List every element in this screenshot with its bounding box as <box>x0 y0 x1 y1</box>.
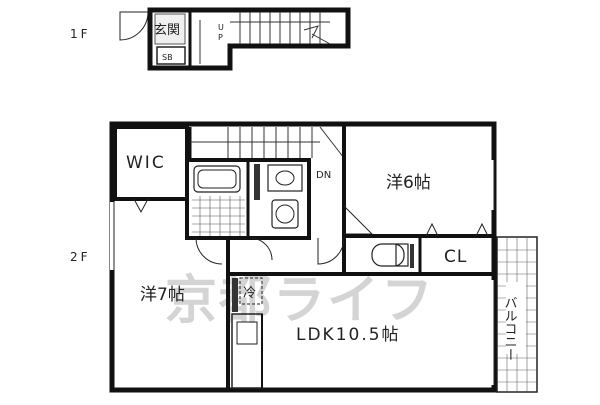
fridge-shelf <box>232 278 238 312</box>
toilet-tank <box>395 243 409 267</box>
closet-door-right <box>475 222 489 237</box>
kitchen-sink <box>236 321 258 345</box>
closet-door-left <box>425 222 439 237</box>
toilet <box>371 243 405 267</box>
stair-up-label-u: U <box>218 23 224 32</box>
watermark: 京都ライフ <box>165 271 435 331</box>
shoe-box-label: SB <box>162 53 173 62</box>
bathtub <box>193 165 241 193</box>
entrance-area <box>154 13 186 45</box>
wash-door <box>249 237 273 261</box>
washing-machine-drum <box>275 204 295 224</box>
ldk-label: LDK10.5帖 <box>296 325 401 345</box>
washbasin-bowl <box>275 170 295 186</box>
fridge-label: 冷 <box>243 286 256 301</box>
balcony-label: バルコニー <box>502 296 518 361</box>
first-floor-plan: 1F 玄関 SB U P <box>70 7 351 71</box>
stair-up-label-p: P <box>218 33 223 42</box>
balcony: バルコニー <box>496 236 538 393</box>
western6-label: 洋6帖 <box>386 173 431 193</box>
fridge-space <box>239 277 263 305</box>
bathtub-inner <box>197 169 237 189</box>
first-floor-walls <box>147 7 351 71</box>
wash-shelf <box>254 164 260 200</box>
ldk-door <box>317 237 345 265</box>
bath-floor-tiles <box>192 196 245 236</box>
floor-label-2f: 2F <box>70 250 91 264</box>
floor-label-1f: 1F <box>70 27 91 41</box>
toilet-shelf <box>410 244 414 268</box>
shoe-box <box>156 46 186 65</box>
closet-label: CL <box>444 247 467 267</box>
western7-label: 洋7帖 <box>140 285 185 305</box>
wic-door <box>133 198 149 214</box>
second-floor-outer-wall <box>109 121 497 393</box>
second-floor-plan: 2F バルコニー <box>70 121 538 393</box>
second-floor-stairs <box>188 126 345 159</box>
western6-door <box>343 205 374 235</box>
stair-down-label: DN <box>316 170 331 181</box>
entrance-door-swing <box>119 11 149 41</box>
washing-machine <box>271 199 299 229</box>
entrance-label: 玄関 <box>154 23 180 38</box>
first-floor-stairs <box>230 12 331 45</box>
western7-door <box>195 237 223 265</box>
wic-label: WIC <box>126 153 166 173</box>
washbasin <box>267 164 303 192</box>
